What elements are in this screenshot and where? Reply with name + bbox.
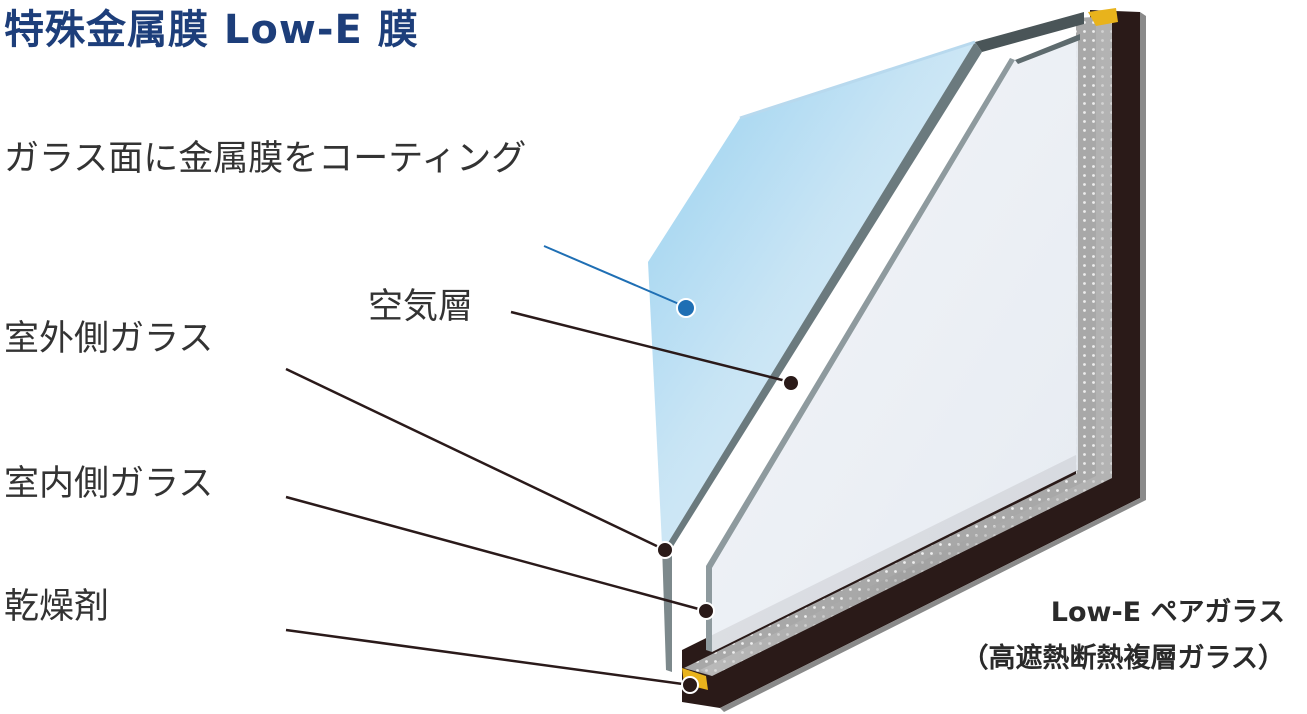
coating-leader <box>543 245 687 308</box>
air-layer-marker <box>782 374 800 392</box>
product-name: Low-E ペアガラス <box>1050 597 1285 628</box>
outer-glass-marker <box>656 541 674 559</box>
desiccant-label: 乾燥剤 <box>4 587 110 627</box>
inner-glass-leader <box>285 495 707 613</box>
leader-lines <box>285 310 791 687</box>
outer-glass-leader <box>285 367 666 552</box>
inner-glass-pane <box>706 34 1080 652</box>
air-layer-label: 空気層 <box>368 287 474 327</box>
coating-marker <box>676 298 696 318</box>
spacer-bar <box>684 16 1112 676</box>
inner-glass-marker <box>697 602 715 620</box>
inner-glass-label: 室内側ガラス <box>4 464 214 504</box>
desiccant-marker <box>681 676 699 694</box>
desiccant-leader <box>285 628 691 687</box>
coating-caption: ガラス面に金属膜をコーティング <box>4 139 527 179</box>
diagram-title: 特殊金属膜 Low-E 膜 <box>4 7 419 53</box>
product-subtitle: （高遮熱断熱複層ガラス） <box>961 643 1285 674</box>
outer-glass-pane <box>648 12 1084 672</box>
sealant-frame <box>682 10 1146 712</box>
air-layer-leader <box>510 310 791 384</box>
outer-glass-label: 室外側ガラス <box>4 319 214 359</box>
